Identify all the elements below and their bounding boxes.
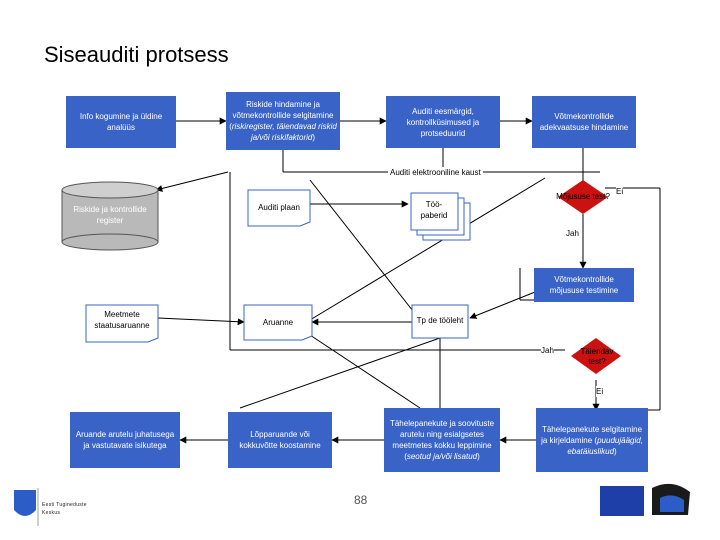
label-no-1: Ei xyxy=(616,186,624,197)
node-info: Info kogumine ja üldine analüüs xyxy=(66,96,176,148)
node-workflow: Tp de tööleht xyxy=(414,306,466,334)
node-observations: Tähelepanekute selgitamine ja kirjeldami… xyxy=(536,408,648,472)
node-adequacy: Võtmekontrollide adekvaatsuse hindamine xyxy=(532,96,636,148)
page-title: Siseauditi protsess xyxy=(44,42,229,67)
node-impact-question: Mõjususe test? xyxy=(556,192,610,201)
label-no-2: Ei xyxy=(596,386,604,397)
archive-label: Auditi elektrooniline kaust xyxy=(388,167,483,178)
partner-logo xyxy=(652,483,690,515)
arrow-register-link xyxy=(155,171,229,192)
logo-text-line2: Keskus xyxy=(42,510,61,516)
node-status-report: Meetmete staatusaruanne xyxy=(88,306,156,334)
label-yes-2: Jah xyxy=(541,345,554,356)
node-impact-test: Võtmekontrollide mõjususe testimine xyxy=(534,268,634,302)
eu-flag-logo xyxy=(600,486,644,516)
register-cylinder xyxy=(61,181,159,251)
coat-of-arms-logo xyxy=(14,488,39,526)
page-number: 88 xyxy=(354,493,368,507)
node-report-discussion: Aruande arutelu juhatusega ja vastutavat… xyxy=(70,412,180,468)
node-goals: Auditi eesmärgid, kontrollküsimused ja p… xyxy=(386,96,500,148)
node-register: Riskide ja kontrollide register xyxy=(73,205,147,225)
node-findings-discussion: Tähelepanekute ja soovituste arutelu nin… xyxy=(384,408,500,472)
node-additional-question: Täiendav test? xyxy=(580,347,614,366)
logo-text-line1: Eesti Tugineduste xyxy=(42,502,87,508)
node-final-report: Lõpparuande või kokkuvõtte koostamine xyxy=(228,412,332,468)
node-report: Aruanne xyxy=(246,310,310,334)
label-yes-1: Jah xyxy=(566,228,579,239)
node-risk-assessment: Riskide hindamine ja võtmekontrollide se… xyxy=(226,92,340,150)
node-audit-plan: Auditi plaan xyxy=(250,193,308,221)
impact-diamond xyxy=(558,180,608,214)
node-workpapers: Töö-paberid xyxy=(412,196,456,224)
additional-diamond xyxy=(571,338,621,374)
arrow-status-to-report xyxy=(157,317,245,326)
